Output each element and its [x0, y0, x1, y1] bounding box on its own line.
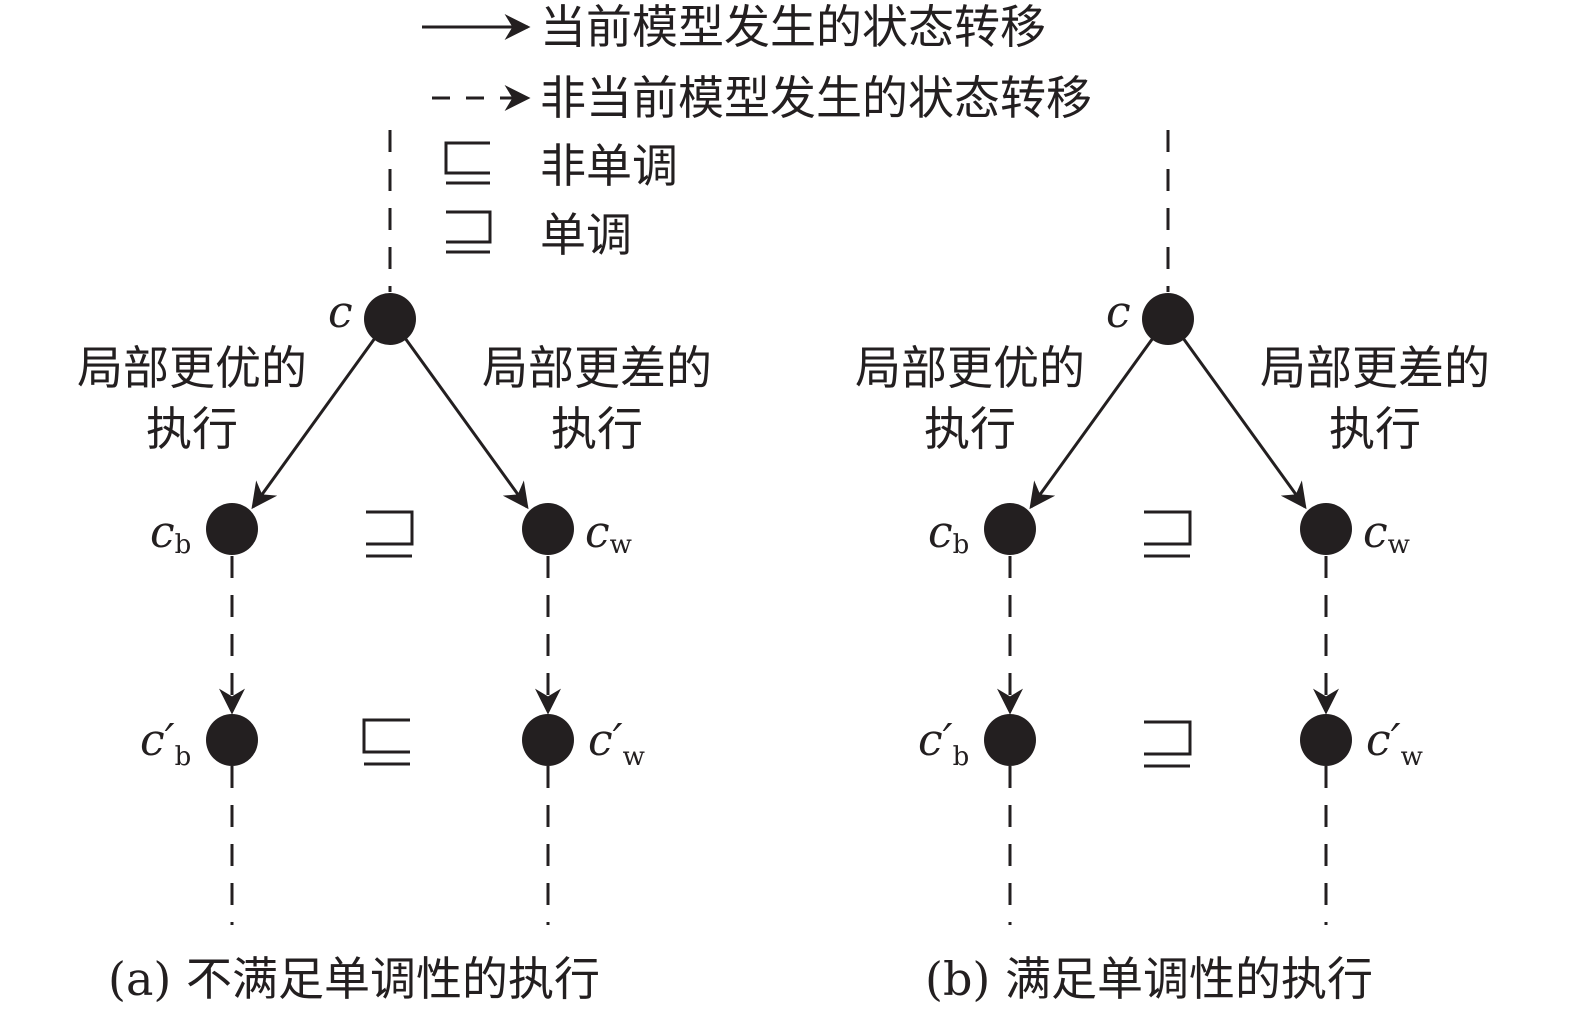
right-branch-label-line1: 局部更差的 — [482, 341, 712, 395]
monotonic-symbol-icon — [1144, 720, 1192, 768]
monotonic-symbol-icon — [366, 510, 414, 558]
node-cw-prime — [1300, 714, 1352, 766]
right-branch-label-line2: 执行 — [1329, 402, 1421, 456]
panel-a-caption: (a) 不满足单调性的执行 — [108, 952, 600, 1006]
edge-root-to-cb — [251, 337, 377, 510]
node-cb-prime — [984, 714, 1036, 766]
node-cw-label: cw — [585, 507, 632, 560]
node-cw — [1300, 503, 1352, 555]
right-branch-label-line1: 局部更差的 — [1260, 341, 1490, 395]
node-cb-prime-label: c′b — [140, 715, 191, 772]
node-c-label: c — [328, 287, 353, 338]
left-branch-label-line1: 局部更优的 — [855, 341, 1085, 395]
node-cb-label: cb — [928, 507, 969, 560]
node-cw — [522, 503, 574, 555]
node-cb — [984, 503, 1036, 555]
legend-monotonic-label: 单调 — [540, 208, 632, 262]
legend-not-monotonic-label: 非单调 — [540, 139, 678, 193]
node-cw-prime-label: c′w — [588, 715, 645, 772]
node-c — [1142, 293, 1194, 345]
right-branch-label-line2: 执行 — [551, 402, 643, 456]
node-c-label: c — [1106, 287, 1131, 338]
legend-solid-arrow-label: 当前模型发生的状态转移 — [540, 0, 1046, 54]
node-cb-label: cb — [150, 507, 191, 560]
node-cw-prime — [522, 714, 574, 766]
not-monotonic-symbol-icon — [444, 141, 490, 185]
node-c — [364, 293, 416, 345]
not-monotonic-symbol-icon — [362, 718, 410, 766]
edge-root-to-cb — [1029, 337, 1155, 510]
left-branch-label-line2: 执行 — [924, 402, 1016, 456]
left-branch-label-line2: 执行 — [146, 402, 238, 456]
panel-a: c cb cw c′b c′w 局部更优的 执行 局部更差的 执行 (a) 不满… — [77, 130, 712, 1006]
monotonic-symbol-icon — [446, 210, 492, 254]
edge-root-to-cw — [403, 337, 529, 510]
legend-dashed-arrow: 非当前模型发生的状态转移 — [432, 71, 1092, 125]
panel-b: c cb cw c′b c′w 局部更优的 执行 局部更差的 执行 (b) 满足… — [855, 130, 1490, 1006]
legend-dashed-arrow-label: 非当前模型发生的状态转移 — [540, 71, 1092, 125]
node-cb-prime-label: c′b — [918, 715, 969, 772]
panel-b-caption: (b) 满足单调性的执行 — [925, 952, 1373, 1006]
node-cw-prime-label: c′w — [1366, 715, 1423, 772]
node-cb — [206, 503, 258, 555]
legend-monotonic: 单调 — [446, 208, 632, 262]
legend-not-monotonic: 非单调 — [444, 139, 678, 193]
legend-solid-arrow: 当前模型发生的状态转移 — [422, 0, 1046, 54]
node-cb-prime — [206, 714, 258, 766]
left-branch-label-line1: 局部更优的 — [77, 341, 307, 395]
edge-root-to-cw — [1181, 337, 1307, 510]
legend: 当前模型发生的状态转移 非当前模型发生的状态转移 非单调 单调 — [422, 0, 1092, 262]
monotonic-symbol-icon — [1144, 510, 1192, 558]
node-cw-label: cw — [1363, 507, 1410, 560]
